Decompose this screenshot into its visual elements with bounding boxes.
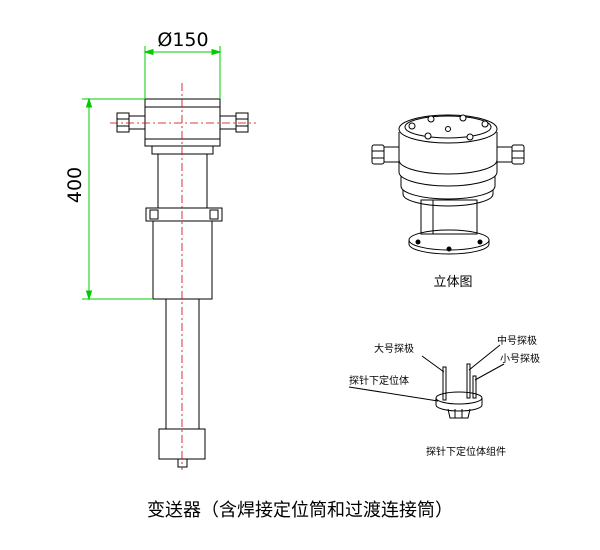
- figure-caption: 变送器（含焊接定位筒和过渡连接筒）: [147, 500, 453, 521]
- height-label: 400: [64, 167, 86, 203]
- probe-label-small: 小号探极: [500, 352, 540, 365]
- probe-label-large: 大号探极: [374, 342, 414, 355]
- cover-bolts: [408, 114, 489, 141]
- iso-right-gland: [496, 144, 525, 165]
- probe-rod: [165, 298, 200, 430]
- isometric-view: [371, 114, 525, 255]
- probe-assembly: [348, 344, 505, 419]
- probe-label-middle: 中号探极: [497, 334, 537, 347]
- centerlines: [110, 83, 256, 470]
- front-elevation: [116, 98, 249, 468]
- assembly-caption: 探针下定位体组件: [426, 445, 506, 458]
- small-probe: [472, 375, 477, 399]
- diameter-label: Ø150: [157, 29, 208, 51]
- height-dimension: [82, 97, 153, 301]
- left-cable-gland: [116, 112, 146, 133]
- iso-caption: 立体图: [433, 275, 472, 290]
- neck: [151, 145, 214, 155]
- right-cable-gland: [219, 112, 249, 133]
- probe-label-lower-locator: 探针下定位体: [349, 374, 409, 387]
- large-probe: [442, 366, 447, 401]
- iso-left-gland: [371, 144, 400, 165]
- transition-tube: [152, 220, 213, 300]
- upper-tube: [157, 153, 208, 209]
- middle-probe: [466, 363, 471, 399]
- diameter-dimension: [143, 46, 222, 99]
